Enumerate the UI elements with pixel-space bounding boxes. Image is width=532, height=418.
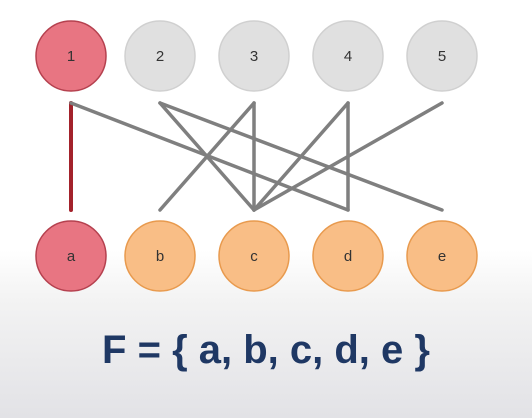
top-node-circle — [406, 20, 478, 92]
bottom-node-circle — [35, 220, 107, 292]
bottom-node-circle — [218, 220, 290, 292]
bottom-node-label: d — [344, 248, 352, 265]
family-formula: F = { a, b, c, d, e } — [102, 328, 430, 372]
edge-4-c — [252, 101, 350, 212]
top-node-5: 5 — [406, 20, 478, 92]
bottom-node-e: e — [406, 220, 478, 292]
top-node-circle — [124, 20, 196, 92]
edge-3-b — [158, 101, 256, 212]
bottom-node-label: a — [67, 248, 76, 265]
top-node-label: 4 — [344, 48, 352, 65]
bottom-node-a: a — [35, 220, 107, 292]
edge-5-c — [252, 101, 444, 212]
node-layer: 1 2 3 4 5 a b c d e — [35, 20, 478, 292]
top-node-label: 3 — [250, 48, 258, 65]
edge-1-d — [69, 101, 350, 212]
bottom-node-d: d — [312, 220, 384, 292]
bottom-node-circle — [124, 220, 196, 292]
top-node-2: 2 — [124, 20, 196, 92]
top-node-4: 4 — [312, 20, 384, 92]
bottom-node-label: b — [156, 248, 164, 265]
top-node-1: 1 — [35, 20, 107, 92]
top-node-label: 5 — [438, 48, 446, 65]
edge-layer — [69, 101, 444, 212]
bottom-node-c: c — [218, 220, 290, 292]
bottom-node-circle — [312, 220, 384, 292]
top-node-circle — [218, 20, 290, 92]
bottom-node-b: b — [124, 220, 196, 292]
bottom-node-circle — [406, 220, 478, 292]
top-node-label: 2 — [156, 48, 164, 65]
bottom-node-label: e — [438, 248, 446, 265]
top-node-3: 3 — [218, 20, 290, 92]
top-node-circle — [35, 20, 107, 92]
top-node-label: 1 — [67, 48, 75, 65]
top-node-circle — [312, 20, 384, 92]
bottom-node-label: c — [250, 248, 258, 265]
